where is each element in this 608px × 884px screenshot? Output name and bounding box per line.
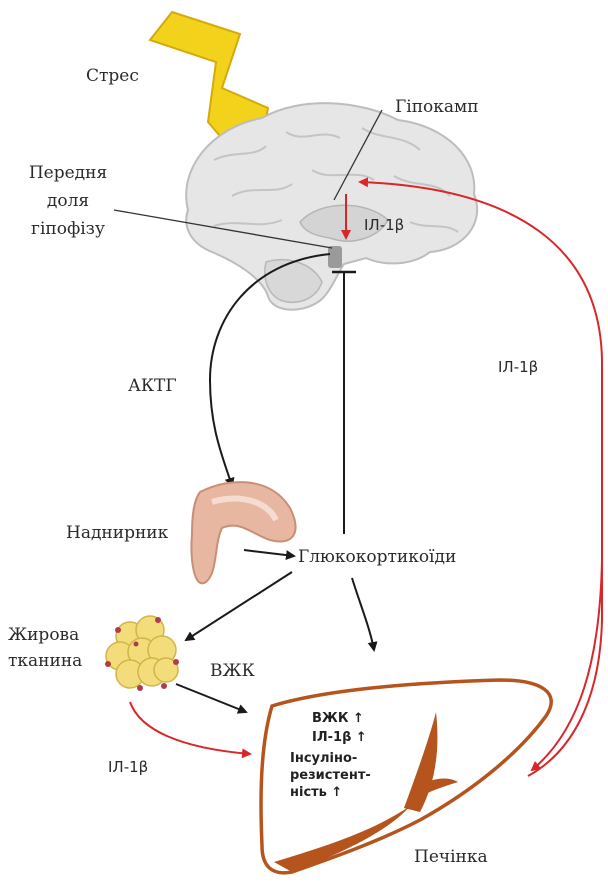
pituitary-label-line3: гіпофізу (16, 218, 120, 240)
pituitary-label-line1: Передня (16, 162, 120, 184)
acth-label: АКТГ (128, 375, 177, 397)
liver-il1b-label: ІЛ-1β ↑ (312, 729, 367, 746)
il1b-right-label: ІЛ-1β (498, 356, 538, 378)
il1b-liver-arrow (532, 560, 602, 770)
hippocampus-label: Гіпокамп (395, 96, 479, 118)
il1b-bottom-label: ІЛ-1β (108, 756, 148, 778)
stress-label: Стрес (86, 65, 139, 87)
adrenal-gland-icon (192, 482, 296, 583)
il1b-brain-label: ІЛ-1β (364, 214, 404, 236)
gc-to-liver-arrow (352, 578, 374, 650)
liver-insulin-label-2: резистент- (290, 767, 371, 784)
liver-ffa-label: ВЖК ↑ (312, 710, 364, 727)
adipose-tissue-icon (105, 616, 179, 691)
adrenal-to-gc-arrow (244, 550, 294, 556)
adipose-label-line2: тканина (8, 650, 82, 672)
ffa-label: ВЖК (210, 660, 255, 682)
liver-insulin-label-3: ність ↑ (290, 784, 342, 801)
il1b-adipose-arrow (130, 702, 250, 754)
pituitary-label-line2: доля (16, 190, 120, 212)
liver-label: Печінка (414, 846, 488, 868)
brain-icon (186, 103, 477, 310)
liver-insulin-label-1: Інсуліно- (290, 750, 357, 767)
ffa-arrow (176, 684, 246, 712)
adrenal-label: Наднирник (66, 522, 168, 544)
adipose-label-line1: Жирова (8, 624, 79, 646)
glucocorticoids-label: Глюкокортикоїди (298, 546, 456, 568)
